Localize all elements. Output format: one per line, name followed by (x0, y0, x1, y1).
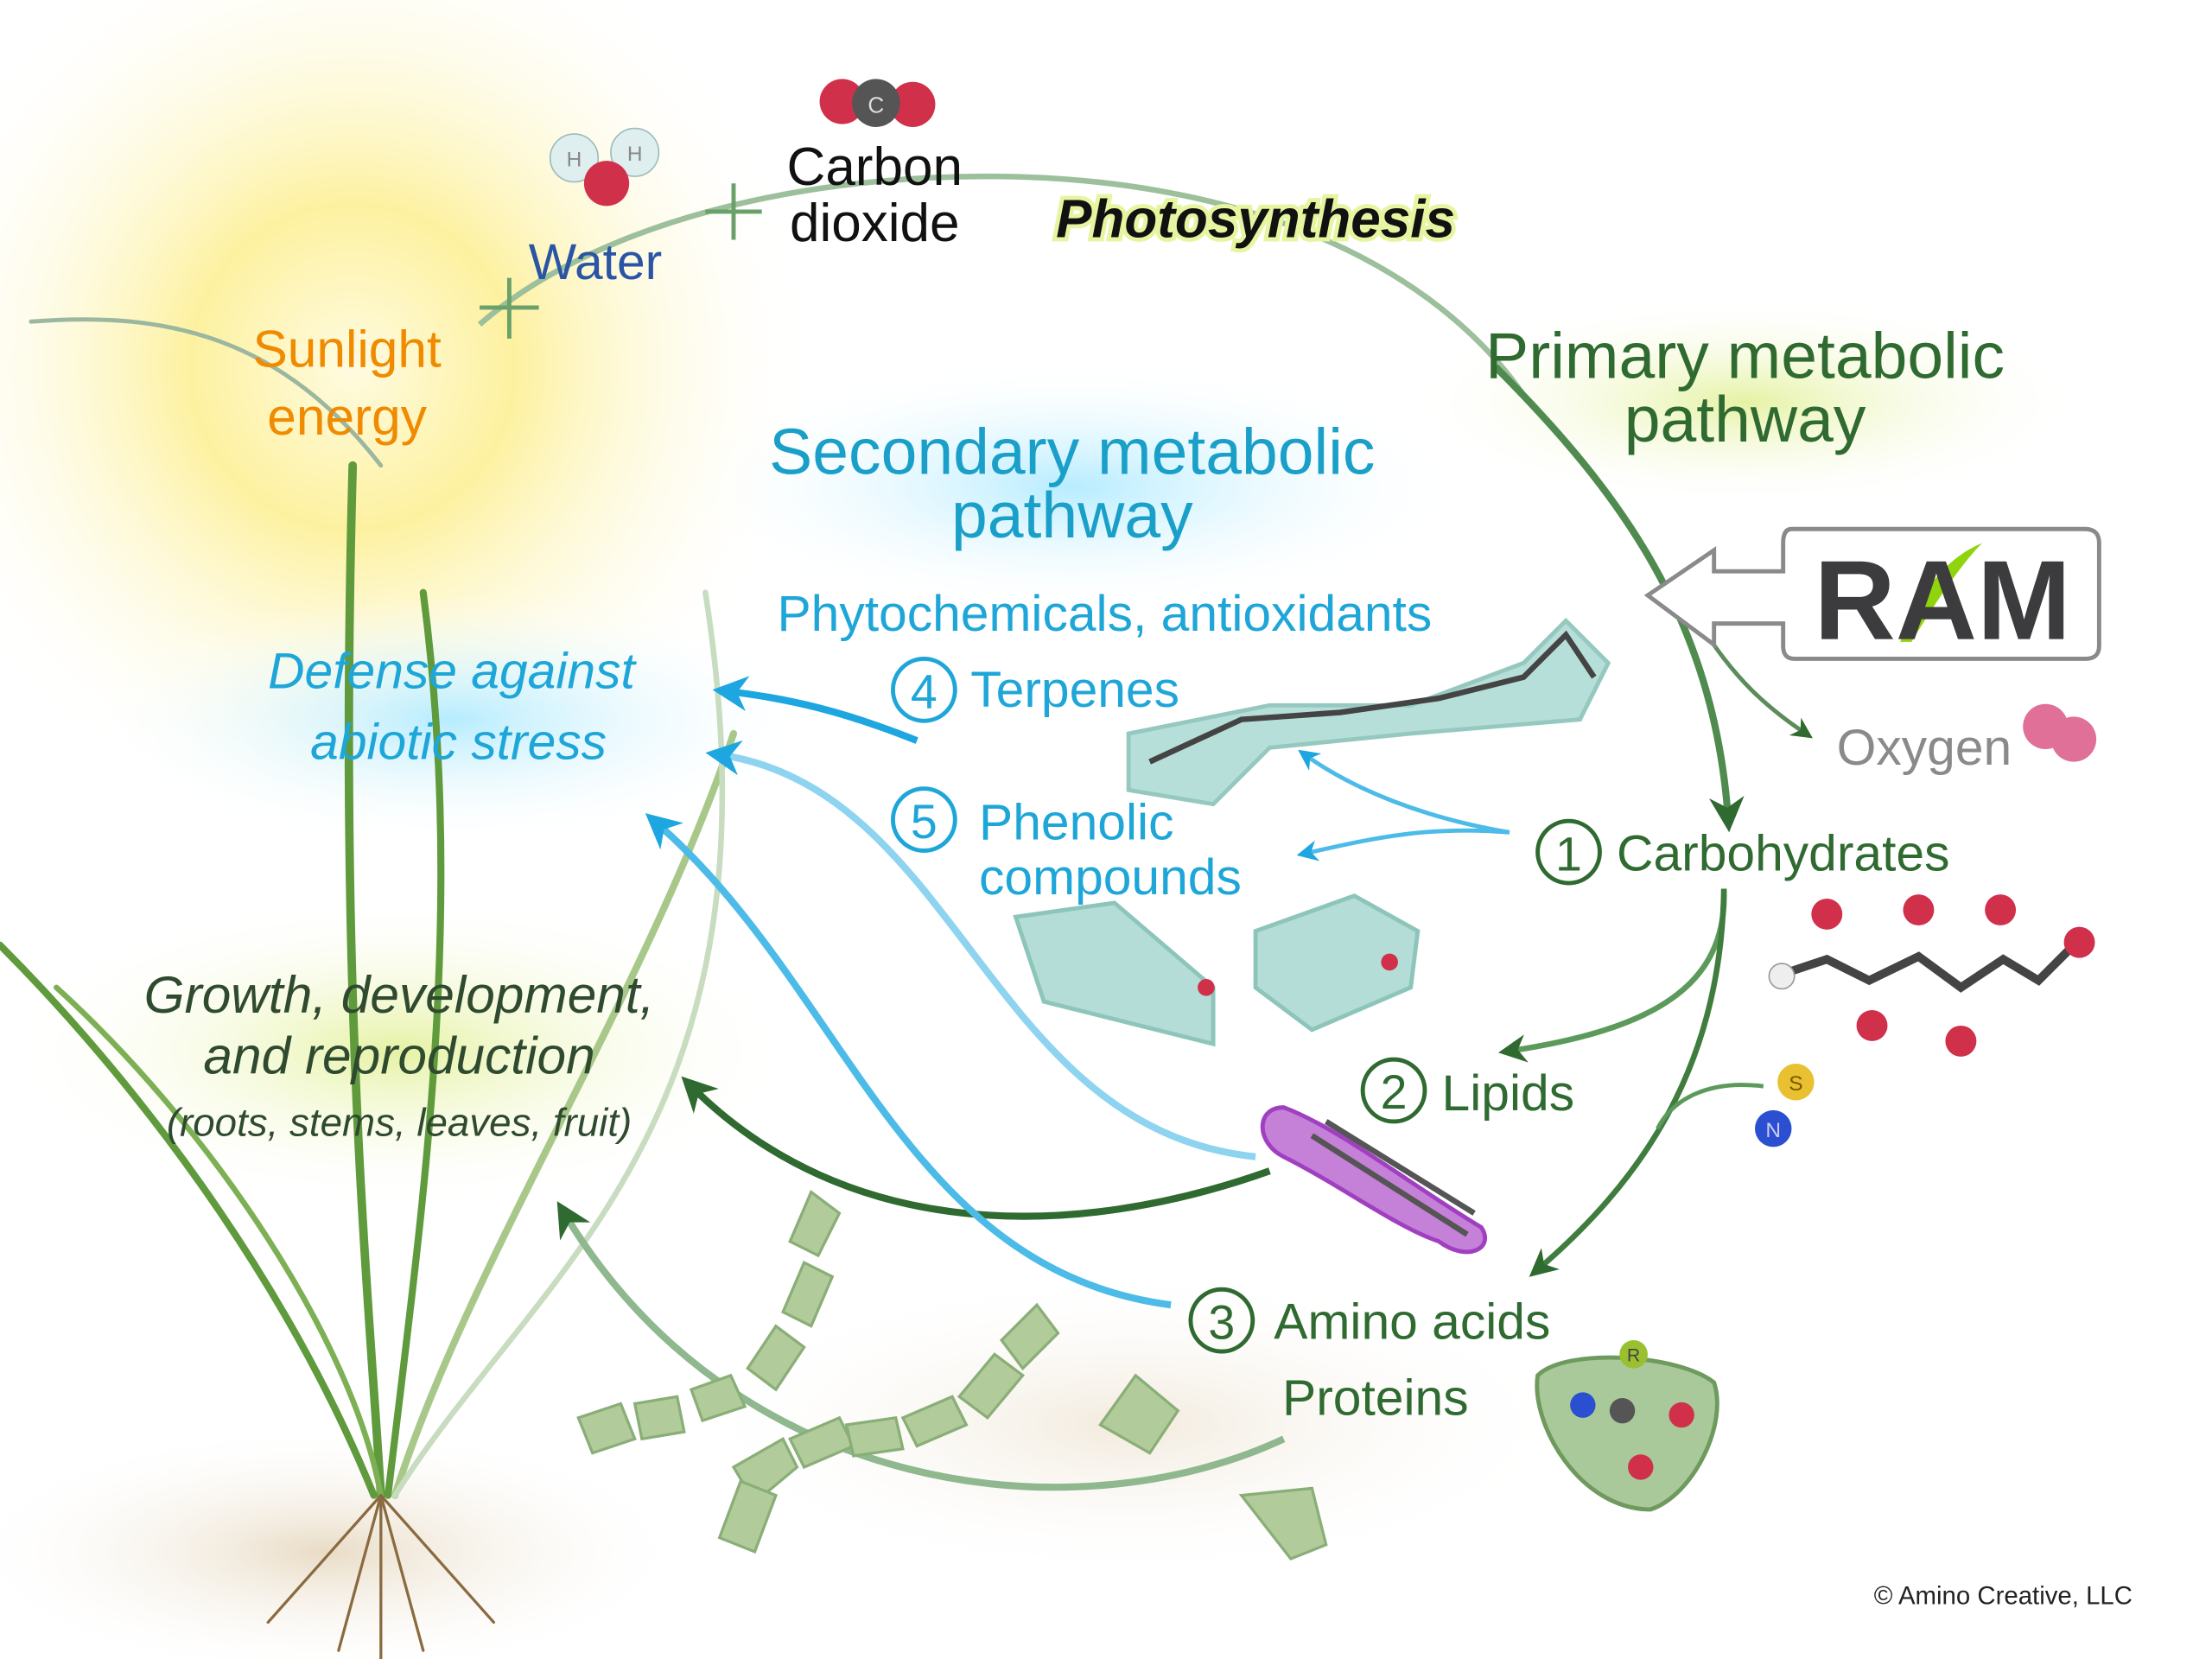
product-number: 2 (1381, 1065, 1408, 1119)
growth-glow (3, 895, 795, 1206)
product-number: 1 (1555, 827, 1582, 880)
water-label: Water (529, 234, 663, 290)
sunlight-label: Sunlight energy (253, 319, 442, 445)
sulfur-atom-icon: S (1777, 1064, 1815, 1101)
product-label: Phenolic (979, 794, 1173, 850)
ram-logo-callout: RAM (1643, 526, 2101, 664)
primary-title-line-1: Primary metabolic (1485, 320, 2005, 392)
oxygen-label: Oxygen (1837, 720, 2012, 776)
carbon-dioxide-line-1: Carbon (787, 137, 963, 197)
product-label: Amino acids (1274, 1294, 1550, 1350)
product-number: 5 (911, 795, 938, 849)
product-terpenes: 4 Terpenes (891, 657, 1179, 723)
sunlight-line-2: energy (267, 387, 427, 446)
ram-logo: RAM (1814, 537, 2070, 664)
defense-line-1: Defense against (268, 644, 637, 700)
product-lipids: 2 Lipids (1360, 1057, 1575, 1124)
soil (0, 1425, 691, 1659)
number-badge (891, 786, 957, 853)
plant-illustration (0, 317, 738, 1659)
product-carbohydrates: 1 Carbohydrates (1535, 818, 1949, 886)
secondary-pathway-title: Secondary metabolic pathway (769, 416, 1375, 551)
product-number: 4 (911, 665, 938, 719)
product-amino-acids: 3 Amino acids Proteins (1188, 1287, 1550, 1427)
lipids-growth-arrow (681, 1076, 1271, 1220)
product-label: Carbohydrates (1617, 825, 1949, 881)
carbon-dioxide-label: Carbon dioxide (787, 137, 963, 253)
secondary-title-line-1: Secondary metabolic (769, 416, 1375, 488)
atom-label: R (1627, 1346, 1640, 1366)
carbon-dioxide-line-2: dioxide (790, 194, 960, 253)
sulfur-nitrogen-arrow (1656, 1083, 1764, 1130)
protein-chain-icon (576, 1190, 1328, 1561)
secondary-subtitle: Phytochemicals, antioxidants (777, 586, 1432, 642)
oxygen-molecule-icon (2023, 703, 2097, 762)
defense-line-2: abiotic stress (310, 714, 607, 770)
secondary-glow (677, 359, 1467, 614)
growth-line-3: (roots, stems, leaves, fruit) (167, 1100, 632, 1144)
sunlight-line-1: Sunlight (253, 319, 442, 378)
primary-pathway-arrow (1492, 364, 1745, 833)
lipids-arrow (1498, 888, 1727, 1063)
terpene-molecule-icon (1126, 617, 1611, 807)
growth-line-2: and reproduction (203, 1026, 594, 1084)
carbohydrate-molecule-icon (1768, 894, 2095, 1057)
copyright-notice: © Amino Creative, LLC (1874, 1581, 2133, 1610)
product-sublabel: Proteins (1282, 1370, 1469, 1427)
defense-glow (84, 592, 818, 847)
growth-outcome: Growth, development, and reproduction (r… (144, 965, 655, 1144)
plus-icon (480, 183, 762, 339)
number-badge (891, 657, 957, 723)
product-label: Lipids (1442, 1065, 1575, 1122)
lipids-defense-arrow (705, 740, 1256, 1160)
atom-label: H (627, 143, 643, 166)
proteins-growth-arrow (556, 1201, 1286, 1491)
carbon-dioxide-molecule-icon: C (819, 79, 936, 127)
atom-label: N (1765, 1119, 1781, 1142)
defense-outcome: Defense against abiotic stress (268, 644, 637, 771)
number-badge (1188, 1287, 1255, 1354)
carb-terpenes-arrow (1298, 749, 1510, 835)
atom-label: S (1789, 1072, 1802, 1096)
primary-title-line-2: pathway (1624, 383, 1866, 455)
phenolic-molecule-icon (1013, 893, 1421, 1047)
product-number: 3 (1208, 1295, 1235, 1349)
secondary-title-line-2: pathway (951, 479, 1193, 551)
amino-acid-molecule-icon: R (1535, 1340, 1719, 1512)
amino-defense-arrow (645, 813, 1172, 1309)
atom-label: H (567, 149, 582, 172)
water-molecule-icon: H H (549, 127, 660, 207)
carb-phenolic-arrow (1296, 828, 1510, 861)
photosynthesis-arc (477, 173, 1526, 397)
product-label: Terpenes (970, 662, 1179, 718)
product-phenolic: 5 Phenolic compounds (891, 786, 1242, 906)
nitrogen-atom-icon: N (1755, 1109, 1792, 1147)
logo-swoosh (1900, 543, 1982, 642)
primary-pathway-title: Primary metabolic pathway (1485, 320, 2005, 455)
terpenes-defense-arrow (712, 676, 918, 744)
number-badge (1360, 1057, 1427, 1124)
growth-line-1: Growth, development, (144, 965, 655, 1024)
number-badge (1535, 818, 1602, 886)
atom-label: C (868, 92, 884, 118)
photosynthesis-label: Photosynthesis (1056, 189, 1455, 249)
lipid-molecule-icon (1260, 1105, 1488, 1255)
product-label: compounds (979, 849, 1242, 906)
oxygen-arrow (1705, 633, 1813, 739)
